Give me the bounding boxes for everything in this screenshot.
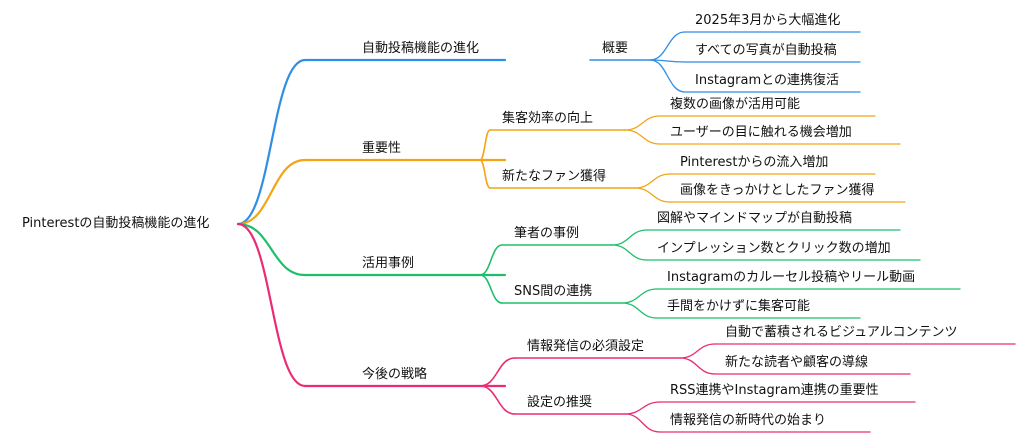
leaf-link bbox=[621, 288, 658, 304]
leaf-topic: 手間をかけずに集客可能 bbox=[667, 298, 810, 314]
subtopic-link bbox=[479, 385, 516, 415]
leaf-link bbox=[624, 401, 661, 415]
leaf-link bbox=[634, 173, 671, 189]
subtopic-link bbox=[479, 274, 503, 304]
branch-topic: 今後の戦略 bbox=[362, 366, 427, 382]
leaf-link bbox=[624, 115, 661, 131]
leaf-topic: 自動で蓄積されるビジュアルコンテンツ bbox=[725, 325, 957, 340]
mindmap-labels: Pinterestの自動投稿機能の進化 自動投稿機能の進化 概要 2025年3月から大… bbox=[22, 13, 957, 428]
leaf-link bbox=[611, 244, 648, 261]
leaf-link bbox=[679, 357, 716, 375]
subtopic: 筆者の事例 bbox=[514, 226, 579, 241]
subtopic-link bbox=[479, 129, 491, 161]
leaf-topic: 図解やマインドマップが自動投稿 bbox=[657, 210, 852, 226]
branch-link bbox=[236, 158, 307, 226]
leaf-link bbox=[634, 187, 671, 203]
branch-link bbox=[236, 222, 307, 388]
branch-link bbox=[236, 222, 307, 277]
subtopic: 新たなファン獲得 bbox=[502, 168, 606, 184]
subtopic: 設定の推奨 bbox=[527, 394, 592, 410]
root-topic: Pinterestの自動投稿機能の進化 bbox=[22, 215, 209, 231]
leaf-topic: Instagramとの連携復活 bbox=[695, 72, 839, 88]
leaf-topic: RSS連携やInstagram連携の重要性 bbox=[670, 382, 879, 398]
leaf-link bbox=[624, 413, 661, 433]
leaf-link bbox=[611, 229, 648, 246]
leaf-topic: すべての写真が自動投稿 bbox=[695, 42, 837, 58]
leaf-link bbox=[649, 31, 686, 61]
leaf-link bbox=[649, 59, 686, 93]
branch-topic: 活用事例 bbox=[362, 256, 414, 271]
subtopic: 集客効率の向上 bbox=[502, 110, 593, 126]
subtopic-link bbox=[479, 244, 503, 276]
leaf-link bbox=[679, 343, 716, 359]
leaf-topic: Instagramのカルーセル投稿やリール動画 bbox=[667, 269, 915, 285]
subtopic-link bbox=[479, 159, 491, 189]
leaf-link bbox=[624, 129, 661, 145]
subtopic: SNS間の連携 bbox=[514, 283, 592, 299]
leaf-link bbox=[621, 302, 658, 319]
subtopic: 概要 bbox=[602, 41, 628, 56]
leaf-topic: Pinterestからの流入増加 bbox=[680, 155, 828, 170]
mindmap-links bbox=[236, 31, 1016, 433]
leaf-topic: 画像をきっかけとしたファン獲得 bbox=[680, 182, 874, 198]
subtopic: 情報発信の必須設定 bbox=[527, 338, 644, 354]
branch-topic: 重要性 bbox=[362, 140, 401, 156]
leaf-topic: 複数の画像が活用可能 bbox=[670, 96, 800, 112]
subtopic-link bbox=[479, 357, 516, 387]
leaf-topic: 新たな読者や顧客の導線 bbox=[725, 354, 868, 370]
leaf-topic: ユーザーの目に触れる機会増加 bbox=[670, 125, 852, 140]
branch-link bbox=[236, 58, 307, 226]
branch-topic: 自動投稿機能の進化 bbox=[362, 40, 479, 56]
leaf-topic: 情報発信の新時代の始まり bbox=[670, 412, 826, 428]
leaf-topic: インプレッション数とクリック数の増加 bbox=[657, 241, 891, 256]
leaf-topic: 2025年3月から大幅進化 bbox=[695, 13, 840, 28]
